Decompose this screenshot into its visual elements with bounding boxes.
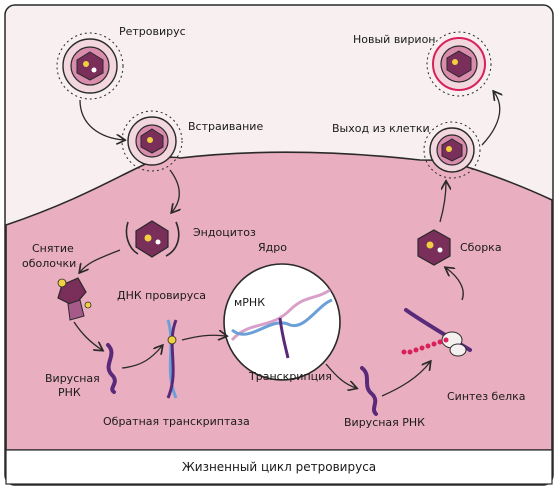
label-viral-rna-left-line1: Вирусная	[45, 372, 100, 385]
label-provirus-dna: ДНК провируса	[117, 289, 206, 302]
label-integration: Встраивание	[188, 120, 263, 133]
label-nucleus: Ядро	[258, 241, 287, 254]
label-transcription: Транскрипция	[248, 370, 332, 383]
label-exit-cell: Выход из клетки	[332, 122, 430, 135]
new-virion-particle	[427, 32, 491, 96]
label-reverse-transcriptase: Обратная транскриптаза	[103, 415, 250, 428]
diagram-caption: Жизненный цикл ретровируса	[182, 460, 376, 474]
label-retrovirus: Ретровирус	[119, 25, 186, 38]
label-new-virion: Новый вирион	[353, 33, 436, 46]
label-uncoating-line1: Снятие	[32, 242, 74, 255]
label-assembly: Сборка	[460, 241, 502, 254]
label-endocytosis: Эндоцитоз	[193, 226, 256, 239]
label-protein-synthesis: Синтез белка	[447, 390, 526, 403]
label-viral-rna-right: Вирусная РНК	[344, 416, 425, 429]
label-viral-rna-left-line2: РНК	[58, 386, 81, 399]
label-uncoating-line2: оболочки	[22, 257, 76, 270]
label-mrna: мРНК	[234, 296, 265, 309]
